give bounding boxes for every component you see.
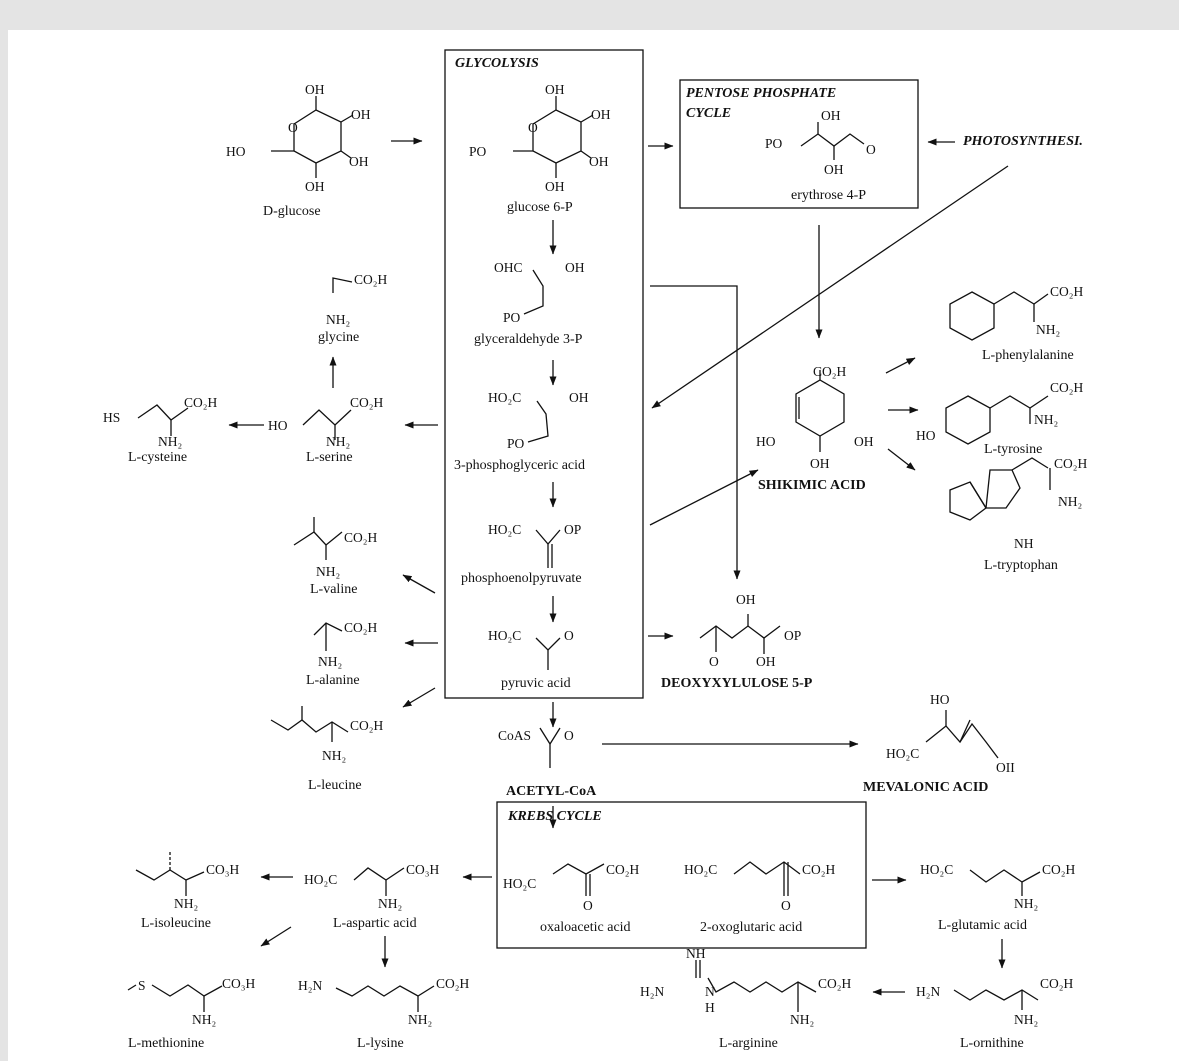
label-l-leucine: L-leucine <box>308 778 362 793</box>
label-acetyl-coa: ACETYL-CoA <box>506 784 597 799</box>
label-oxaloacetic-acid: oxaloacetic acid <box>540 920 631 935</box>
label-l-methionine: L-methionine <box>128 1036 205 1051</box>
label-d-glucose: D-glucose <box>263 204 321 219</box>
3pga-chain <box>527 400 549 443</box>
label-glyceraldehyde-3p: glyceraldehyde 3-P <box>474 332 583 347</box>
section-krebs: KREBS CYCLE <box>508 809 602 824</box>
label-l-alanine: L-alanine <box>306 673 360 688</box>
label-deoxyxylulose: DEOXYXYLULOSE 5-P <box>661 676 813 691</box>
label-pyruvic-acid: pyruvic acid <box>501 676 571 691</box>
glucose-ring <box>293 109 342 164</box>
arrow-pyruvate-leucine <box>402 687 436 708</box>
g6p-ring <box>532 109 582 164</box>
pep-chain <box>535 529 561 545</box>
label-l-tyrosine: L-tyrosine <box>984 442 1043 457</box>
arrow-pep-shikimic <box>649 469 759 526</box>
gap-chain <box>523 269 544 315</box>
pentose-box <box>679 79 919 209</box>
arrow-photosynthesis-3pga <box>651 165 1009 409</box>
pathway-canvas: GLYCOLYSIS PENTOSE PHOSPHATE CYCLE PHOTO… <box>8 30 1179 1061</box>
label-glucose-6p: glucose 6-P <box>507 200 573 215</box>
label-l-serine: L-serine <box>306 450 353 465</box>
label-l-glutamic-acid: L-glutamic acid <box>938 918 1028 933</box>
label-l-phenylalanine: L-phenylalanine <box>982 348 1074 363</box>
section-pentose-line2: CYCLE <box>686 106 732 121</box>
pathway-lines <box>127 49 1051 1012</box>
label-3-phosphoglyceric-acid: 3-phosphoglyceric acid <box>454 458 586 473</box>
glycolysis-box <box>444 49 644 699</box>
label-l-lysine: L-lysine <box>357 1036 404 1051</box>
shikimic-ring <box>795 379 845 437</box>
label-mevalonic-acid: MEVALONIC ACID <box>863 780 989 795</box>
label-l-aspartic-acid: L-aspartic acid <box>333 916 417 931</box>
arrow-aspartic-methionine <box>260 926 292 947</box>
acetylcoa-chain <box>539 727 561 746</box>
arrow-shikimic-phenylalanine <box>885 357 916 374</box>
label-l-ornithine: L-ornithine <box>960 1036 1024 1051</box>
label-2-oxoglutaric-acid: 2-oxoglutaric acid <box>700 920 803 935</box>
krebs-box <box>496 801 867 949</box>
label-erythrose-4p: erythrose 4-P <box>791 188 867 203</box>
arrow-shikimic-tryptophan <box>887 448 916 471</box>
label-phosphoenolpyruvate: phosphoenolpyruvate <box>461 571 582 586</box>
label-shikimic-acid: SHIKIMIC ACID <box>758 478 866 493</box>
label-glycine: glycine <box>318 330 360 345</box>
pyruvate-chain <box>535 637 561 651</box>
tyrosine-ring <box>945 395 991 445</box>
erythrose-chain <box>800 133 865 147</box>
label-l-valine: L-valine <box>310 582 358 597</box>
label-l-cysteine: L-cysteine <box>128 450 188 465</box>
label-l-arginine: L-arginine <box>719 1036 778 1051</box>
arrow-gap-deoxyxylulose <box>650 285 741 580</box>
label-l-isoleucine: L-isoleucine <box>141 916 211 931</box>
tryptophan-ring <box>949 481 987 521</box>
deoxyxylulose-chain <box>699 625 781 639</box>
arrow-pyruvate-valine <box>402 574 436 594</box>
label-l-tryptophan: L-tryptophan <box>984 558 1058 573</box>
phenylalanine-ring <box>949 291 995 341</box>
section-glycolysis: GLYCOLYSIS <box>455 56 539 71</box>
section-pentose-line1: PENTOSE PHOSPHATE <box>686 86 837 101</box>
mevalonic-chain <box>925 722 999 759</box>
section-photosynthesis: PHOTOSYNTHESI. <box>963 134 1083 149</box>
